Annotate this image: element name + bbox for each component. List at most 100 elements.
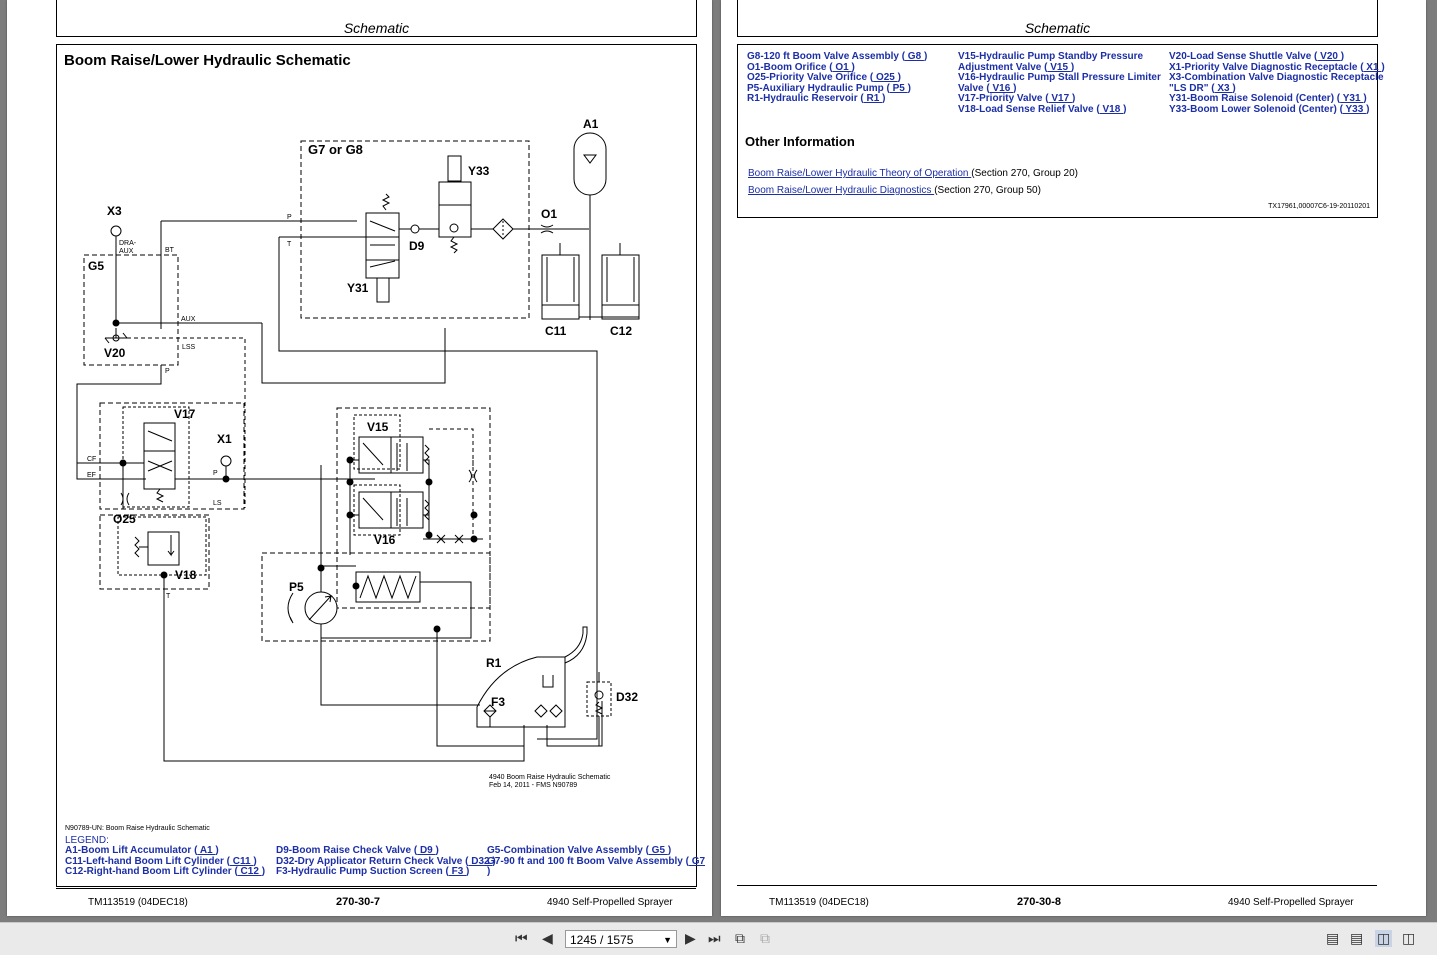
legend-entry-link[interactable]: V16 [989,82,1014,94]
legend-entry-text: D9-Boom Raise Check Valve ( [276,845,418,856]
single-page-view-icon[interactable]: ▤ [1326,930,1340,946]
legend-entry-text: C12-Right-hand Boom Lift Cylinder ( [65,866,238,878]
label-g7g8: G7 or G8 [308,142,363,157]
info-link-theory-text[interactable]: Boom Raise/Lower Hydraulic Theory of Ope… [748,168,972,179]
legend-entry-close: ) [435,845,439,856]
legend-entry-text: R1-Hydraulic Reservoir ( [747,93,864,105]
continuous-view-icon[interactable]: ▤ [1350,930,1364,946]
label-a1: A1 [583,117,599,131]
right-footer-doc: TM113519 (04DEC18) [769,897,869,908]
right-footer-model: 4940 Self-Propelled Sprayer [1228,897,1354,908]
info-link-diagnostics[interactable]: Boom Raise/Lower Hydraulic Diagnostics (… [748,185,1041,196]
legend-entry-text: G5-Combination Valve Assembly ( [487,845,649,856]
legend-entry: O25-Priority Valve Orifice ( O25 ) [747,72,927,84]
legend-entry-text: V16-Hydraulic Pump Stall Pressure Limite… [958,72,1161,84]
pump-control-box [336,407,491,609]
legend-entry-link[interactable]: R1 [863,93,883,105]
figure-caption-2: Feb 14, 2011 - FMS N90789 [489,782,577,789]
f3-suction-screen [483,704,497,718]
legend-entry: G8-120 ft Boom Valve Assembly ( G8 ) [747,51,927,63]
legend-entry-link[interactable]: G7 [688,855,706,867]
v17-spool [143,422,176,452]
legend-entry-text: F3-Hydraulic Pump Suction Screen ( [276,866,449,878]
left-header-frame: Schematic [56,0,697,37]
legend-entry-close: ) [1232,82,1236,94]
legend-entry-link[interactable]: X3 [1214,82,1233,94]
fit-width-icon[interactable]: ⧉ [760,930,770,946]
legend-entry-link[interactable]: O25 [873,72,898,84]
x3-receptacle [110,225,122,237]
page-number-field[interactable]: 1245 / 1575▼ [565,930,677,948]
legend-entry-link[interactable]: G8 [905,51,924,62]
legend-entry-close: ) [1123,103,1127,115]
legend-entry-link[interactable]: D9 [417,845,436,856]
two-page-continuous-icon[interactable]: ◫ [1402,930,1416,946]
label-v15: V15 [367,420,389,434]
legend-entry-close: ) [882,93,886,105]
legend-entry-link[interactable]: G5 [648,845,668,856]
legend-entry: A1-Boom Lift Accumulator ( A1 ) [65,845,265,857]
next-page-icon[interactable]: ▶ [685,930,696,946]
legend-entry: P5-Auxiliary Hydraulic Pump ( P5 ) [747,82,927,95]
prev-page-icon[interactable]: ◀ [542,930,553,946]
c11-cylinder [541,254,580,306]
legend-entry: D9-Boom Raise Check Valve ( D9 ) [276,845,496,857]
legend-entry-link[interactable]: V17 [1048,93,1072,105]
label-c11: C11 [545,324,567,338]
label-d9: D9 [409,239,425,253]
legend-entry-text: C11-Left-hand Boom Lift Cylinder ( [65,855,230,867]
label-f3: F3 [491,695,505,709]
legend-entry-close: ) [1070,61,1075,73]
legend-entry-link[interactable]: V18 [1099,103,1124,115]
y31-solenoid [376,277,390,303]
o1-orifice [540,224,554,234]
legend-entry: "LS DR" ( X3 ) [1169,82,1385,95]
legend-entry-link[interactable]: D32 [468,855,493,867]
port-ls: LS [213,500,222,507]
legend-entry-close: ) [1381,61,1385,73]
legend-entry-link[interactable]: C11 [230,855,254,867]
last-page-icon[interactable]: ⏭ [708,930,721,946]
legend-entry-link[interactable]: X1 [1363,61,1382,73]
port-p2: P [165,368,170,375]
legend-entry-link[interactable]: P5 [889,82,908,94]
p5-pump-box [261,552,491,642]
legend-entry-link[interactable]: Y33 [1342,103,1367,115]
legend-col-2: D9-Boom Raise Check Valve ( D9 )D32-Dry … [276,845,496,878]
legend-entry: C12-Right-hand Boom Lift Cylinder ( C12 … [65,866,265,878]
right-page: Schematic G8-120 ft Boom Valve Assembly … [721,0,1426,916]
left-footer-rule [56,888,696,889]
legend-entry-text: X1-Priority Valve Diagnostic Receptacle … [1169,61,1364,73]
page-dropdown-icon[interactable]: ▼ [663,935,672,945]
legend-entry-close: ) [466,866,470,878]
legend-entry: Y31-Boom Raise Solenoid (Center) ( Y31 ) [1169,94,1385,105]
legend-entry-link[interactable]: Y31 [1340,93,1364,105]
legend-entry: O1-Boom Orifice ( O1 ) [747,61,927,74]
label-r1: R1 [486,656,502,670]
legend-entry-close: ) [492,855,496,867]
legend-entry-link[interactable]: O1 [832,61,852,73]
legend-entry: D32-Dry Applicator Return Check Valve ( … [276,855,496,868]
legend-entry-link[interactable]: V20 [1317,51,1341,62]
other-info-title: Other Information [745,134,855,149]
first-page-icon[interactable]: ⏮ [515,930,528,946]
r1-reservoir [476,656,566,728]
d9-check-valve [410,224,420,234]
info-link-theory[interactable]: Boom Raise/Lower Hydraulic Theory of Ope… [748,168,1078,179]
v17-priority-valve-box [99,402,245,510]
info-link-theory-suffix: (Section 270, Group 20) [971,168,1078,179]
legend-entry-close: ) [1071,93,1076,105]
legend-entry-link[interactable]: C12 [237,866,262,878]
info-link-diagnostics-text[interactable]: Boom Raise/Lower Hydraulic Diagnostics [748,185,935,196]
legend-entry-text: D32-Dry Applicator Return Check Valve ( [276,855,469,867]
legend-entry-link[interactable]: A1 [197,845,216,856]
legend-entry: V20-Load Sense Shuttle Valve ( V20 ) [1169,51,1385,63]
v18-relief-box [99,514,210,590]
label-g5: G5 [88,259,104,273]
legend-entry-link[interactable]: F3 [448,866,467,878]
port-bt: BT [165,247,175,254]
legend-entry-link[interactable]: V15 [1047,61,1071,73]
inline-filter [492,218,514,240]
two-page-view-icon[interactable]: ◫ [1375,930,1393,947]
fit-page-icon[interactable]: ⧉ [735,930,745,946]
